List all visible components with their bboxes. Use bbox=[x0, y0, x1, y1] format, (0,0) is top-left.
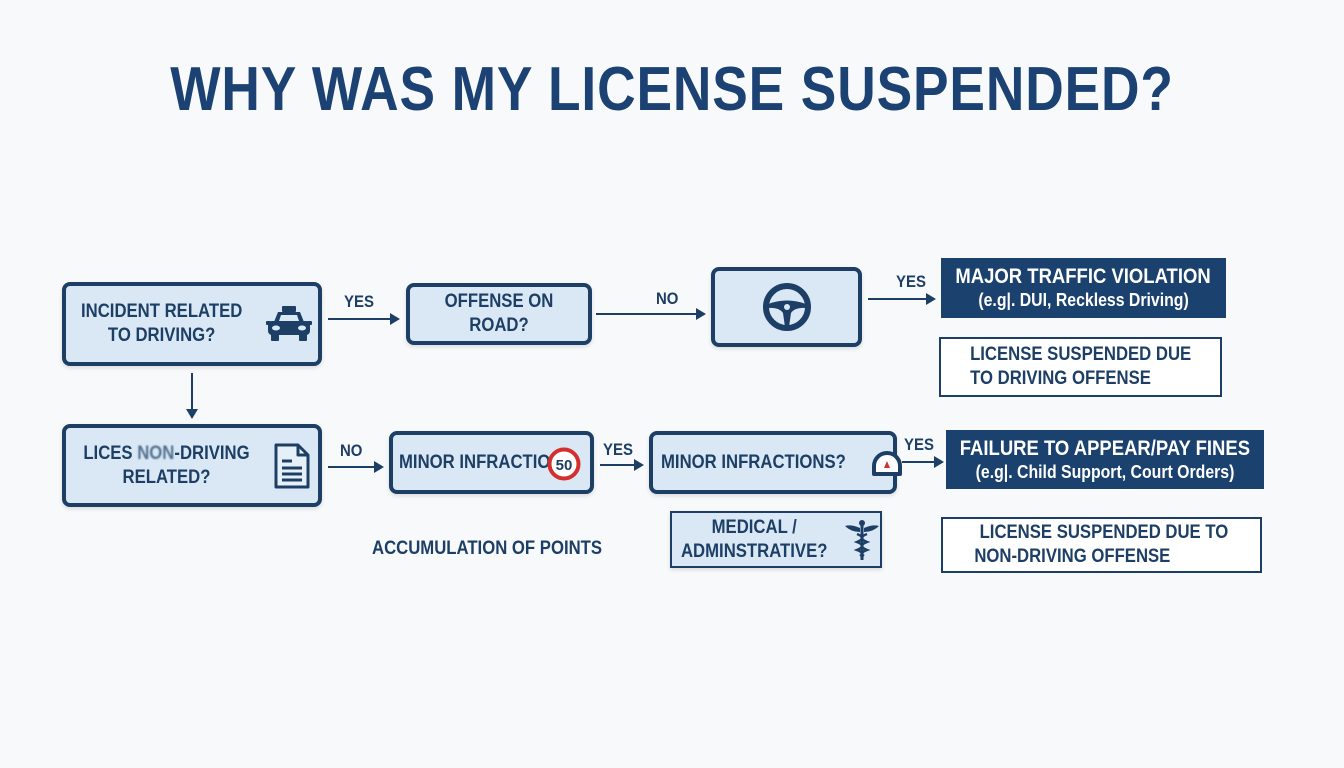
failure-to-appear-node: FAILURE TO APPEAR/PAY FINES (e.g|. Child… bbox=[946, 430, 1264, 489]
incident-related-text: INCIDENT RELATED TO DRIVING? bbox=[81, 300, 242, 348]
arrow-minors-to-failure bbox=[902, 456, 944, 468]
arrow-minor-to-minors bbox=[600, 459, 644, 471]
minor-infractions-text: MINOR INFRACTIONS? bbox=[661, 451, 846, 473]
medical-text: MEDICAL / ADMINSTRATIVE? bbox=[681, 516, 827, 564]
document-icon bbox=[272, 442, 312, 490]
edge-label-yes: YES bbox=[603, 440, 633, 459]
non-driving-text: LICES NON-DRIVING RELATED? bbox=[83, 442, 249, 490]
medical-line1: MEDICAL / bbox=[711, 516, 797, 538]
non-driving-line1-b: NON bbox=[136, 442, 174, 464]
svg-text:50: 50 bbox=[556, 457, 573, 474]
car-icon bbox=[264, 304, 314, 344]
arrow-steering-to-major bbox=[868, 293, 936, 305]
speedometer-icon bbox=[871, 449, 903, 477]
speed-limit-sign-icon: 50 bbox=[547, 447, 581, 481]
arrow-incident-to-nondriving bbox=[186, 373, 198, 419]
suspended-driving-line2: TO DRIVING OFFENSE bbox=[969, 368, 1151, 389]
minor-infractions-node: MINOR INFRACTIONS? bbox=[649, 431, 903, 494]
incident-line2: TO DRIVING? bbox=[108, 325, 216, 346]
edge-label-yes: YES bbox=[344, 292, 374, 311]
edge-label-yes: YES bbox=[896, 272, 926, 291]
caduceus-icon bbox=[843, 518, 881, 562]
incident-related-node: INCIDENT RELATED TO DRIVING? bbox=[62, 282, 322, 366]
suspended-driving-line1: LICENSE SUSPENDED DUE bbox=[969, 344, 1192, 365]
arrow-incident-to-offense bbox=[328, 313, 400, 325]
arrow-nondriving-to-minor bbox=[328, 461, 384, 473]
minor-infraction-node: MINOR INFRACTION 50 bbox=[389, 431, 594, 494]
edge-label-yes: YES bbox=[904, 435, 934, 454]
offense-on-road-text: OFFENSE ON ROAD? bbox=[444, 291, 554, 336]
suspended-non-driving-text: LICENSE SUSPENDED DUE TO NON-DRIVING OFF… bbox=[975, 521, 1229, 569]
accumulation-of-points-label: ACCUMULATION OF POINTS bbox=[372, 538, 603, 559]
suspended-non-driving-offense-node: LICENSE SUSPENDED DUE TO NON-DRIVING OFF… bbox=[941, 517, 1262, 573]
incident-line1: INCIDENT RELATED bbox=[81, 301, 243, 322]
non-driving-line2: RELATED? bbox=[122, 466, 210, 488]
major-violation-title: MAJOR TRAFFIC VIOLATION bbox=[955, 265, 1212, 288]
edge-label-no: NO bbox=[340, 441, 363, 460]
medical-administrative-node: MEDICAL / ADMINSTRATIVE? bbox=[670, 511, 882, 568]
edge-label-no: NO bbox=[656, 289, 679, 308]
non-driving-line1-c: -DRIVING bbox=[173, 442, 250, 464]
suspended-driving-offense-node: LICENSE SUSPENDED DUE TO DRIVING OFFENSE bbox=[939, 337, 1222, 397]
failure-to-appear-title: FAILURE TO APPEAR/PAY FINES bbox=[959, 436, 1251, 460]
medical-line2: ADMINSTRATIVE? bbox=[680, 540, 828, 562]
non-driving-line1: LICES NON-DRIVING bbox=[83, 442, 249, 466]
suspended-non-driving-line1: LICENSE SUSPENDED DUE TO bbox=[979, 522, 1229, 543]
arrow-offense-to-steering bbox=[596, 308, 706, 320]
offense-on-road-node: OFFENSE ON ROAD? bbox=[406, 283, 592, 345]
steering-wheel-icon bbox=[761, 281, 813, 333]
failure-to-appear-examples: (e.g|. Child Support, Court Orders) bbox=[975, 461, 1235, 482]
non-driving-related-node: LICES NON-DRIVING RELATED? bbox=[62, 424, 322, 507]
major-violation-examples: (e.g|. DUI, Reckless Driving) bbox=[978, 290, 1189, 310]
suspended-driving-text: LICENSE SUSPENDED DUE TO DRIVING OFFENSE bbox=[970, 343, 1191, 391]
page-title: WHY WAS MY LICENSE SUSPENDED? bbox=[170, 55, 1174, 124]
major-traffic-violation-node: MAJOR TRAFFIC VIOLATION (e.g|. DUI, Reck… bbox=[941, 258, 1226, 318]
steering-node bbox=[711, 267, 862, 347]
suspended-non-driving-line2: NON-DRIVING OFFENSE bbox=[974, 546, 1171, 567]
non-driving-line1-a: LICES bbox=[82, 442, 137, 464]
minor-infraction-text: MINOR INFRACTION bbox=[399, 451, 563, 473]
